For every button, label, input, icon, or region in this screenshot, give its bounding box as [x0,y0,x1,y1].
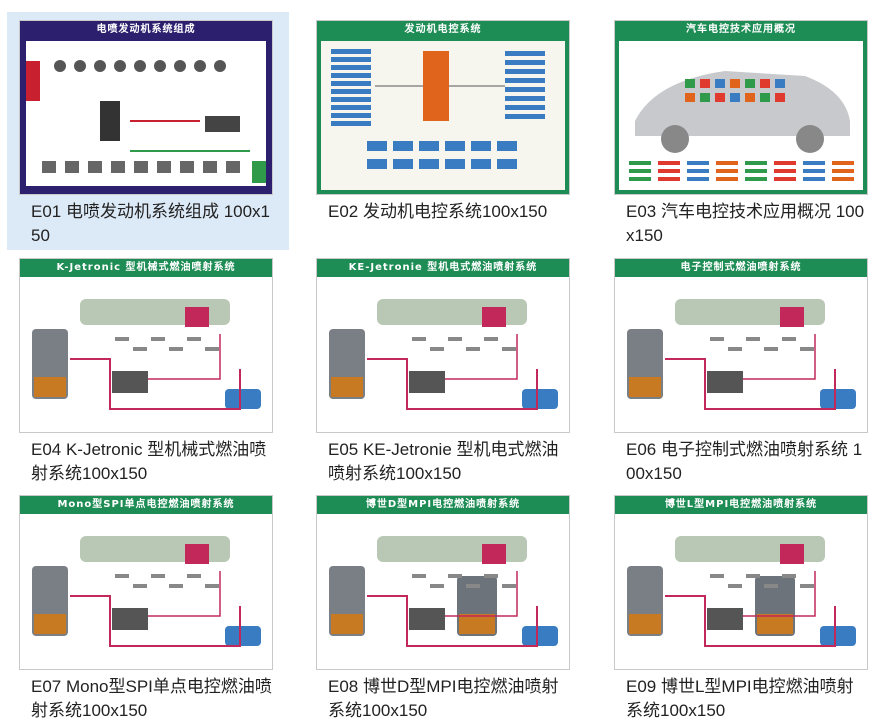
thumbnail-title: Mono型SPI单点电控燃油喷射系统 [20,496,272,514]
thumbnail-item[interactable]: Mono型SPI单点电控燃油喷射系统 E07 Mono型SPI单点电控燃油喷射系统… [7,487,289,725]
thumbnail-title: 博世L型MPI电控燃油喷射系统 [615,496,867,514]
thumbnail-drawing [20,496,272,669]
thumbnail-caption[interactable]: E09 博世L型MPI电控燃油喷射系统100x150 [626,677,854,720]
thumbnail-item[interactable]: KE-Jetronie 型机电式燃油喷射系统 E05 KE-Jetronie 型机… [304,250,586,488]
thumbnail-caption[interactable]: E01 电喷发动机系统组成 100x150 [31,202,271,245]
thumbnail-title: 博世D型MPI电控燃油喷射系统 [317,496,569,514]
thumbnail-title: KE-Jetronie 型机电式燃油喷射系统 [317,259,569,277]
thumbnail-item[interactable]: 电子控制式燃油喷射系统 E06 电子控制式燃油喷射系统 100x150 [602,250,879,488]
thumbnail-drawing [20,259,272,432]
thumbnail-caption[interactable]: E07 Mono型SPI单点电控燃油喷射系统100x150 [31,677,272,720]
thumbnail-drawing [20,21,272,194]
thumbnail-title: 发动机电控系统 [317,21,569,39]
thumbnail-caption[interactable]: E05 KE-Jetronie 型机电式燃油喷射系统100x150 [328,440,559,483]
thumbnail-caption[interactable]: E04 K-Jetronic 型机械式燃油喷射系统100x150 [31,440,267,483]
thumbnail-image[interactable]: 博世D型MPI电控燃油喷射系统 [316,495,570,670]
thumbnail-caption[interactable]: E02 发动机电控系统100x150 [328,202,548,221]
thumbnail-item[interactable]: 博世D型MPI电控燃油喷射系统 E08 博世D型MPI电控燃油喷射系统100x15… [304,487,586,725]
thumbnail-item[interactable]: 博世L型MPI电控燃油喷射系统 E09 博世L型MPI电控燃油喷射系统100x15… [602,487,879,725]
thumbnail-image[interactable]: Mono型SPI单点电控燃油喷射系统 [19,495,273,670]
thumbnail-image[interactable]: 电喷发动机系统组成 [19,20,273,195]
thumbnail-image[interactable]: KE-Jetronie 型机电式燃油喷射系统 [316,258,570,433]
thumbnail-title: 电喷发动机系统组成 [96,24,196,35]
thumbnail-drawing [317,259,569,432]
thumbnail-image[interactable]: 汽车电控技术应用概况 [614,20,868,195]
thumbnail-image[interactable]: K-Jetronic 型机械式燃油喷射系统 [19,258,273,433]
thumbnail-item[interactable]: K-Jetronic 型机械式燃油喷射系统 E04 K-Jetronic 型机械式… [7,250,289,488]
thumbnail-caption[interactable]: E03 汽车电控技术应用概况 100x150 [626,202,865,245]
thumbnail-item[interactable]: 汽车电控技术应用概况 E03 汽车电控技术应用概况 100x150 [602,12,879,250]
thumbnail-drawing [615,21,867,194]
thumbnail-title: 电子控制式燃油喷射系统 [615,259,867,277]
thumbnail-caption[interactable]: E06 电子控制式燃油喷射系统 100x150 [626,440,863,483]
thumbnail-image[interactable]: 博世L型MPI电控燃油喷射系统 [614,495,868,670]
thumbnail-title: K-Jetronic 型机械式燃油喷射系统 [20,259,272,277]
thumbnail-drawing [317,496,569,669]
thumbnail-title: 汽车电控技术应用概况 [615,21,867,39]
thumbnail-drawing [615,259,867,432]
thumbnail-item[interactable]: 电喷发动机系统组成 E01 电喷发动机系统组成 100x150 [7,12,289,250]
thumbnail-image[interactable]: 发动机电控系统 [316,20,570,195]
thumbnail-drawing [615,496,867,669]
thumbnail-drawing [317,21,569,194]
thumbnail-item[interactable]: 发动机电控系统 E02 发动机电控系统100x150 [304,12,586,250]
thumbnail-caption[interactable]: E08 博世D型MPI电控燃油喷射系统100x150 [328,677,559,720]
thumbnail-image[interactable]: 电子控制式燃油喷射系统 [614,258,868,433]
